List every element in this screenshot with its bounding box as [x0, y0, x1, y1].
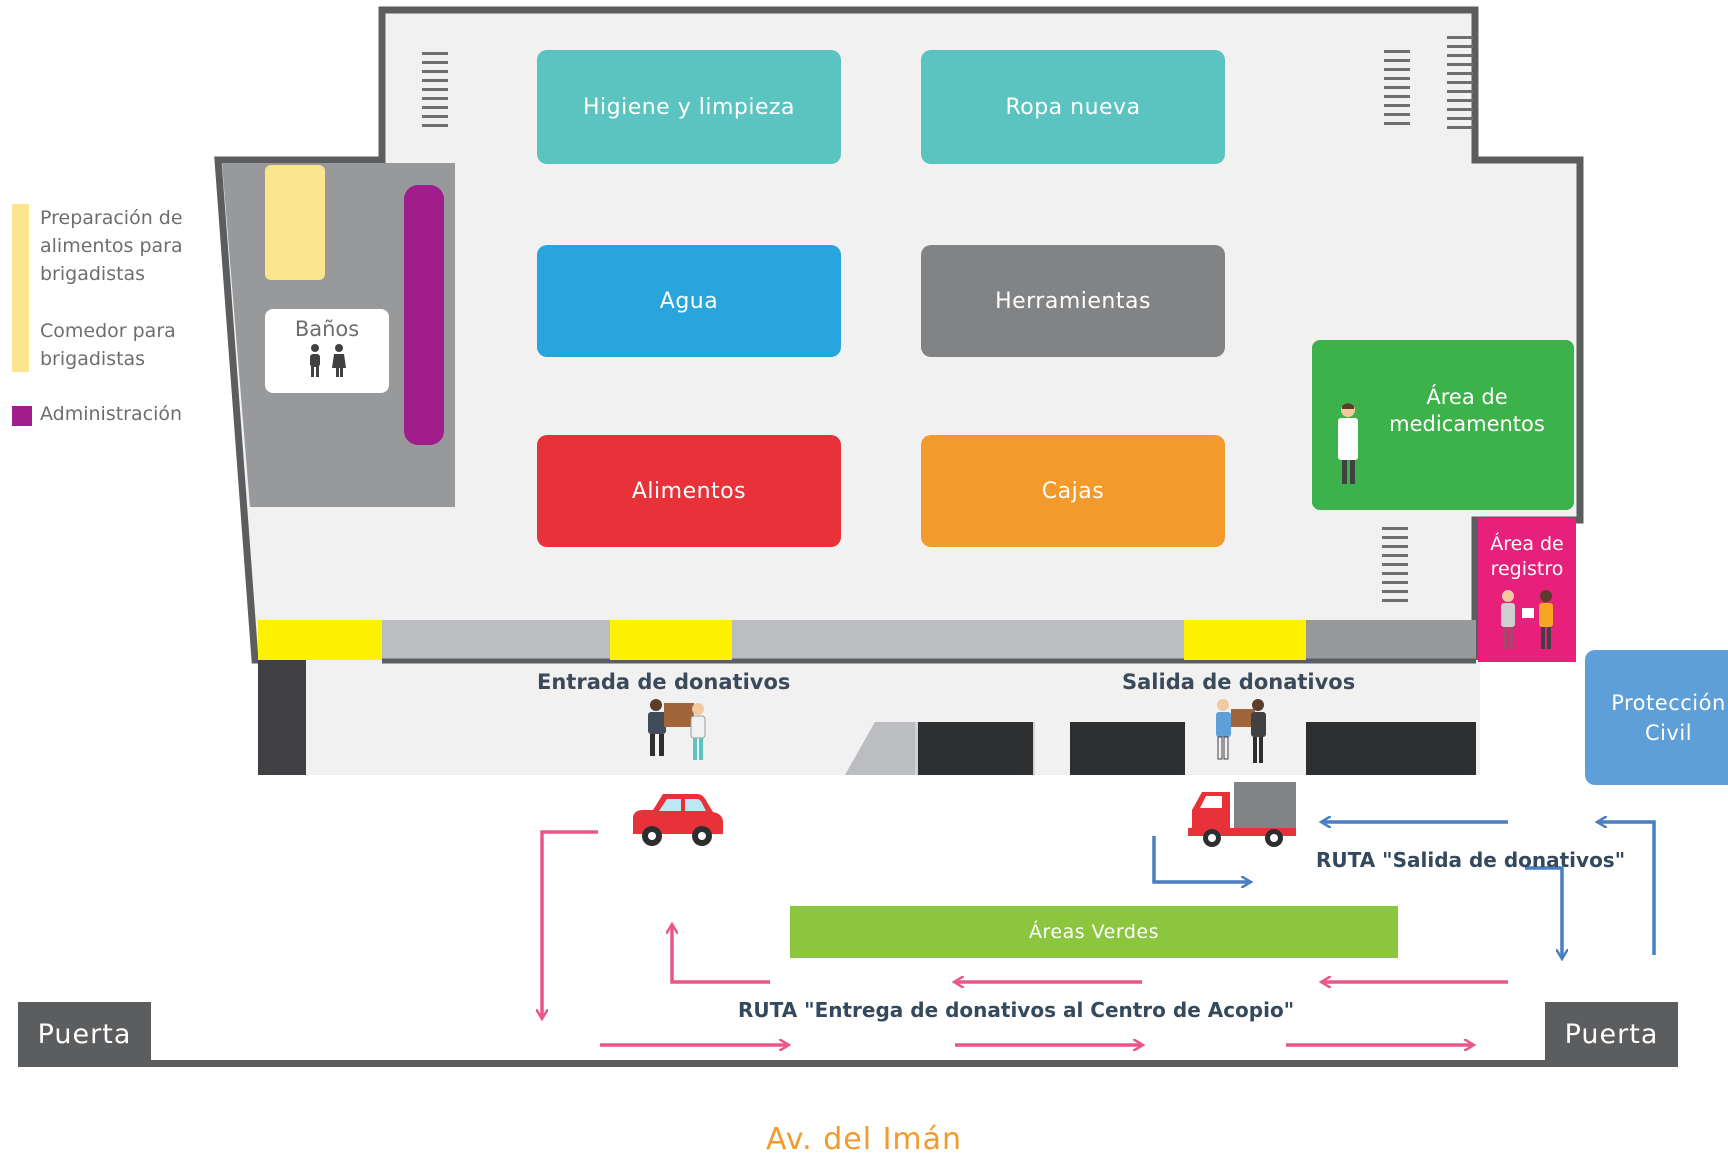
zone-ropa: Ropa nueva: [921, 50, 1225, 164]
stairs: [1447, 36, 1473, 135]
dock-bay: [1070, 722, 1185, 775]
dock-bay: [1306, 722, 1476, 775]
zone-herramientas: Herramientas: [921, 245, 1225, 357]
gate-right: Puerta: [1545, 1002, 1678, 1067]
doctor-icon: [1338, 403, 1358, 484]
ramp-shade: [845, 722, 915, 775]
restroom-icon: [310, 344, 346, 377]
zone-agua: Agua: [537, 245, 841, 357]
legend-swatch-yellow: [12, 204, 29, 372]
caption-entrada: Entrada de donativos: [537, 670, 791, 694]
food-prep-area: [265, 165, 325, 280]
route-salida-arrow: [1525, 866, 1562, 958]
route-entrega-arrow: [672, 925, 770, 984]
gate-left: Puerta: [18, 1002, 151, 1067]
restroom-area: Baños: [265, 309, 389, 393]
dock-marker-yellow: [610, 620, 732, 660]
legend: Preparación de alimentos para brigadista…: [10, 200, 215, 430]
zone-alimentos: Alimentos: [537, 435, 841, 547]
legend-swatch-purple: [12, 406, 32, 426]
zone-areas-verdes: Áreas Verdes: [790, 906, 1398, 958]
administration-area: [404, 185, 444, 445]
zone-higiene: Higiene y limpieza: [537, 50, 841, 164]
route-salida-label: RUTA "Salida de donativos": [1316, 848, 1626, 872]
stairs: [1382, 527, 1408, 608]
dock-marker-yellow: [258, 620, 382, 660]
people-carrying-box-icon: [648, 699, 706, 760]
dock-segment: [382, 620, 610, 660]
stairs: [422, 52, 448, 133]
medicamentos-label: Área de medicamentos: [1389, 385, 1545, 436]
zone-proteccion-civil: Protección Civil: [1585, 650, 1728, 785]
legend-item-administration: Administración: [40, 403, 183, 425]
truck-icon: [1188, 782, 1296, 847]
dock-marker-yellow: [1184, 620, 1306, 660]
street-label: Av. del Imán: [765, 1122, 963, 1157]
people-registration-icon: [1501, 590, 1553, 649]
people-delivery-icon: [1216, 699, 1266, 763]
route-entrega-label: RUTA "Entrega de donativos al Centro de …: [738, 998, 1295, 1022]
dock-bay: [918, 722, 1033, 775]
stairs: [1384, 50, 1410, 131]
route-salida-arrow: [1152, 836, 1250, 882]
dock-segment: [732, 620, 1184, 660]
dock-wall-left: [258, 660, 306, 775]
zone-medicamentos: Área de medicamentos: [1312, 340, 1574, 510]
perimeter-wall: [150, 1060, 1548, 1067]
route-salida-arrow: [1598, 822, 1656, 955]
car-icon: [633, 794, 723, 846]
dock-segment: [1306, 620, 1476, 660]
legend-item-food-prep: Preparación de alimentos para brigadista…: [40, 207, 183, 285]
caption-salida: Salida de donativos: [1122, 670, 1356, 694]
zone-registro: Área de registro: [1478, 518, 1576, 662]
route-entrega-arrow: [542, 830, 598, 1018]
legend-item-dining: Comedor para brigadistas: [40, 320, 176, 370]
zone-cajas: Cajas: [921, 435, 1225, 547]
registro-label: Área de registro: [1490, 533, 1564, 580]
restroom-label: Baños: [294, 317, 360, 341]
